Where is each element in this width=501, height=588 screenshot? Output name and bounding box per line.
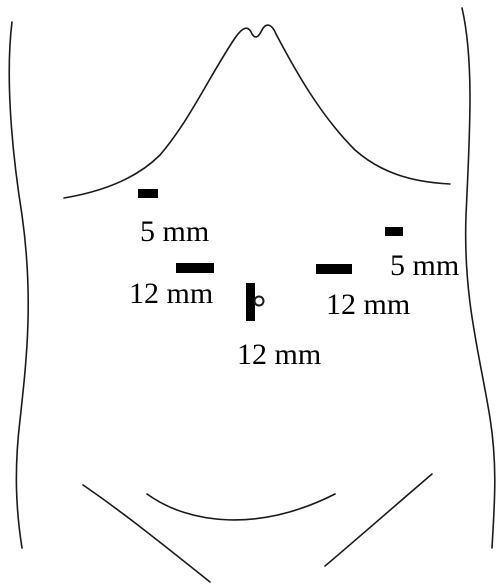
label-port-right-upper: 5 mm xyxy=(390,249,459,282)
port-right-mid-marker xyxy=(316,264,352,274)
label-port-right-mid: 12 mm xyxy=(326,288,410,321)
port-right-upper-marker xyxy=(385,227,403,236)
port-left-upper-marker xyxy=(138,189,158,198)
rib-cage-outline xyxy=(64,25,450,198)
umbilicus-marker xyxy=(255,297,264,306)
navel-curve xyxy=(147,494,335,520)
label-port-umbilical: 12 mm xyxy=(237,338,321,371)
left-groin-line xyxy=(83,485,210,582)
right-torso-outline xyxy=(462,8,495,548)
label-port-left-upper: 5 mm xyxy=(140,215,209,248)
port-left-mid-marker xyxy=(176,263,214,273)
right-groin-line xyxy=(325,474,432,566)
label-port-left-mid: 12 mm xyxy=(129,277,213,310)
left-torso-outline xyxy=(9,22,28,548)
